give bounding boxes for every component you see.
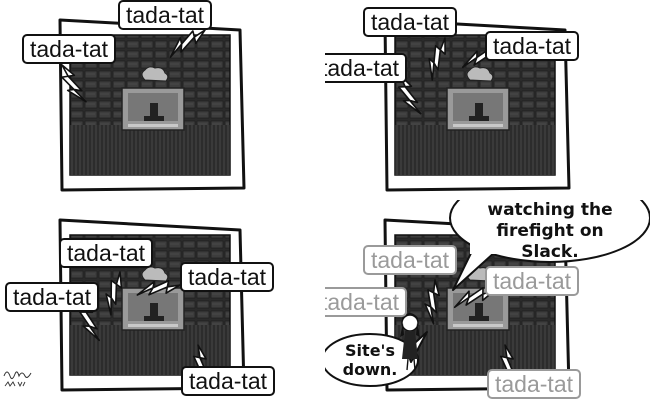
sound-effect-label: tada-tat xyxy=(118,0,212,30)
sound-effect-label: tada-tat xyxy=(22,34,116,64)
sound-effect-label: tada-tat xyxy=(5,282,99,312)
sound-effect-label: tada-tat xyxy=(180,262,274,292)
speech-text-manager: I know. I'm watching the firefight on Sl… xyxy=(487,200,613,262)
comic-panel-1: tada-tat tada-tat xyxy=(0,0,325,200)
sound-effect-label: tada-tat xyxy=(325,53,407,83)
sound-effect-label: tada-tat xyxy=(487,369,581,399)
artist-signature xyxy=(2,366,34,394)
sound-effect-label: tada-tat xyxy=(181,366,275,396)
comic-panel-3: tada-tat tada-tat tada-tat tada-tat xyxy=(0,200,325,400)
sound-effect-label: tada-tat xyxy=(485,31,579,61)
speech-bubble-employee xyxy=(325,333,419,387)
sound-effect-label: tada-tat xyxy=(485,266,579,296)
sound-effect-label: tada-tat xyxy=(363,7,457,37)
speech-text-employee: Site's down. xyxy=(342,341,398,379)
server-room-scene xyxy=(325,200,650,392)
comic-panel-4: tada-tat tada-tat tada-tat tada-tat I kn… xyxy=(325,200,650,400)
sound-effect-label: tada-tat xyxy=(363,245,457,275)
sound-effect-label: tada-tat xyxy=(325,287,407,317)
speech-bubble-manager xyxy=(449,200,650,263)
signature-image xyxy=(3,371,32,388)
sound-effect-label: tada-tat xyxy=(59,238,153,268)
server-room-scene xyxy=(55,18,246,192)
comic-panel-2: tada-tat tada-tat tada-tat xyxy=(325,0,650,200)
